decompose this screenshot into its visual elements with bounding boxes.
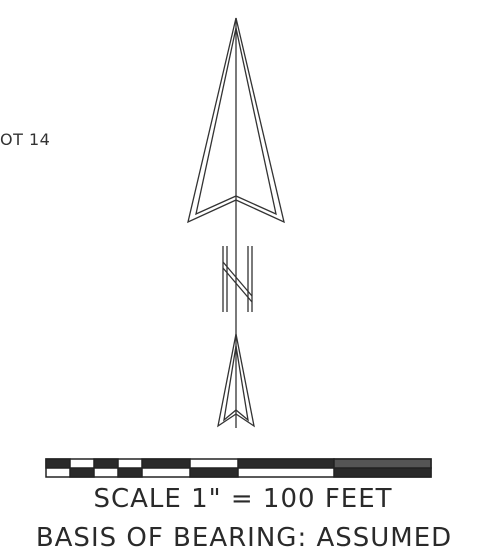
north-n-symbol xyxy=(222,246,253,312)
scale-bar xyxy=(45,458,432,478)
north-arrowhead-outer xyxy=(187,17,285,224)
scale-label: SCALE 1" = 100 FEET xyxy=(93,484,393,514)
north-arrowhead-inner xyxy=(195,27,277,216)
basis-of-bearing-label: BASIS OF BEARING: ASSUMED xyxy=(35,523,453,553)
south-arrowhead-outer xyxy=(217,333,255,428)
north-arrow xyxy=(187,17,285,428)
lot-label: OT 14 xyxy=(0,130,51,149)
south-arrowhead-inner xyxy=(223,345,249,422)
